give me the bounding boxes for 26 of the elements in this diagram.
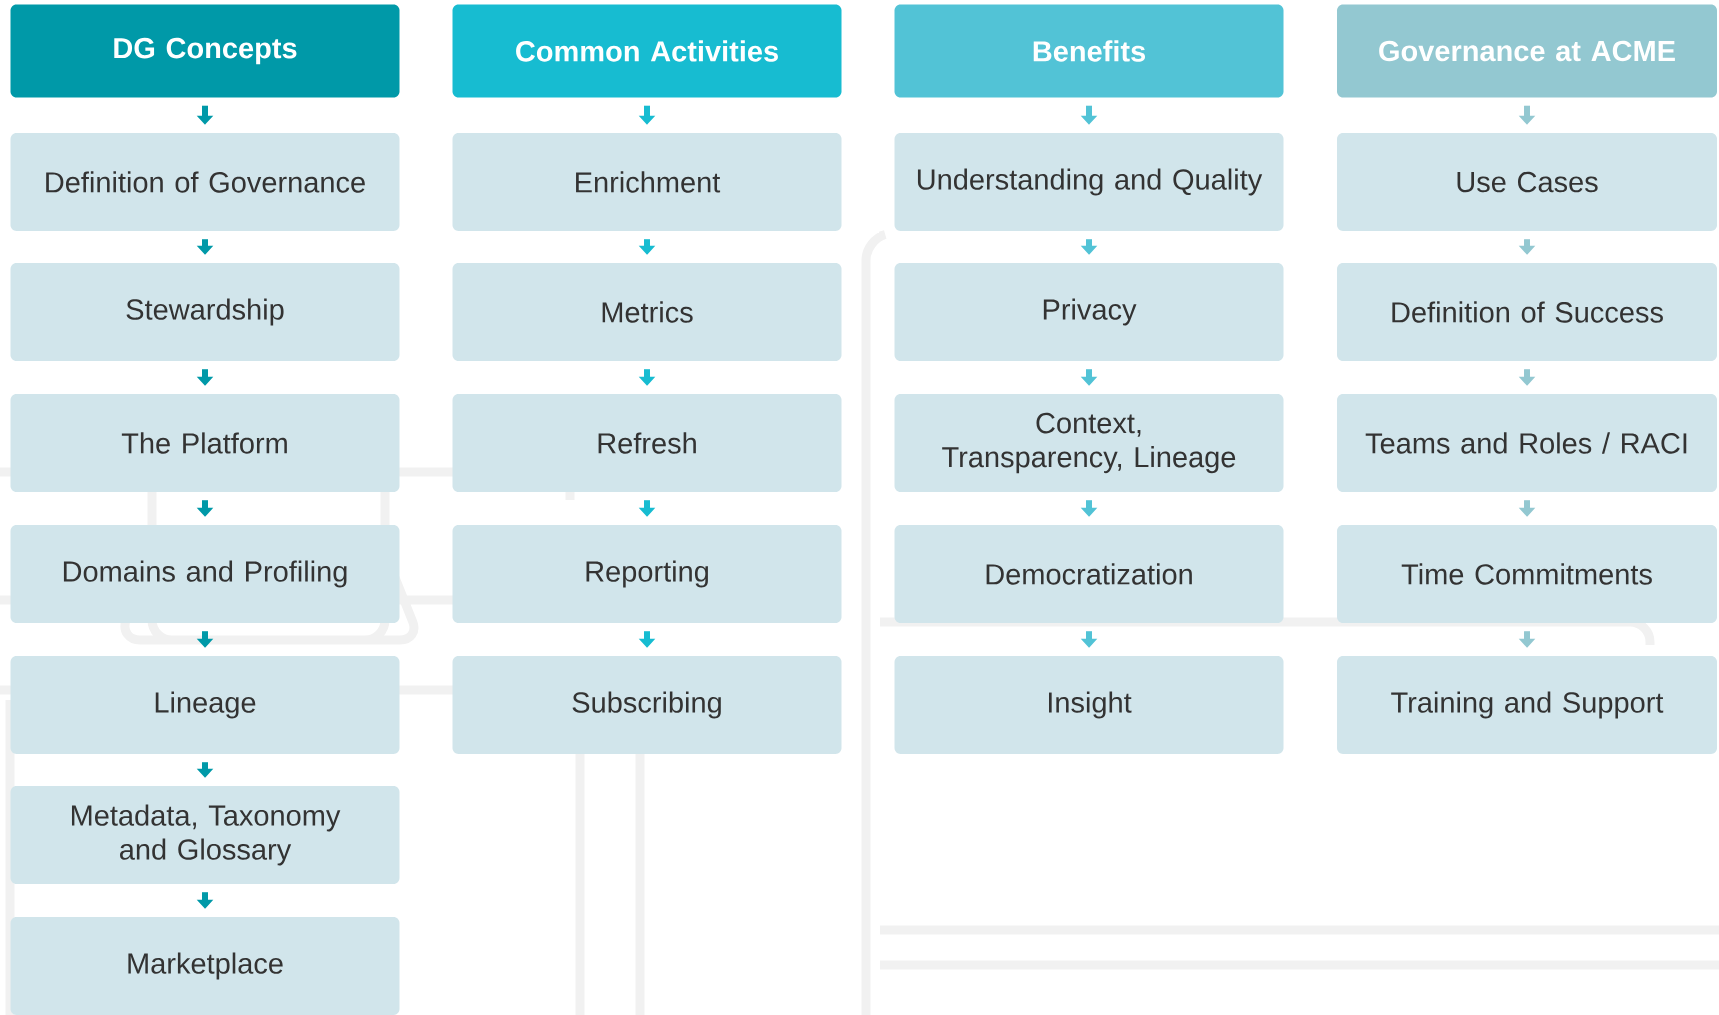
topic-box: Refresh	[452, 394, 842, 492]
topic-box: Training and Support	[1337, 656, 1717, 754]
topic-box: Democratization	[894, 525, 1284, 623]
topic-box: Understanding and Quality	[894, 133, 1284, 231]
topic-box: Stewardship	[10, 263, 400, 361]
topic-box: Use Cases	[1337, 133, 1717, 231]
topic-box: Lineage	[10, 656, 400, 754]
header-box: DG Concepts	[10, 4, 400, 98]
topic-box: Insight	[894, 656, 1284, 754]
topic-box: The Platform	[10, 394, 400, 492]
topic-box: Domains and Profiling	[10, 525, 400, 623]
header-box: Governance at ACME	[1337, 4, 1717, 98]
topic-box: Reporting	[452, 525, 842, 623]
topic-box: Time Commitments	[1337, 525, 1717, 623]
topic-box: Subscribing	[452, 656, 842, 754]
topic-box: Marketplace	[10, 917, 400, 1015]
header-box: Common Activities	[452, 4, 842, 98]
topic-box: Enrichment	[452, 133, 842, 231]
topic-box: Teams and Roles / RACI	[1337, 394, 1717, 492]
topic-box: Definition of Governance	[10, 133, 400, 231]
topic-box: Metrics	[452, 263, 842, 361]
topic-box: Metadata, Taxonomy and Glossary	[10, 786, 400, 884]
header-box: Benefits	[894, 4, 1284, 98]
topic-box: Definition of Success	[1337, 263, 1717, 361]
topic-box: Context, Transparency, Lineage	[894, 394, 1284, 492]
topic-box: Privacy	[894, 263, 1284, 361]
